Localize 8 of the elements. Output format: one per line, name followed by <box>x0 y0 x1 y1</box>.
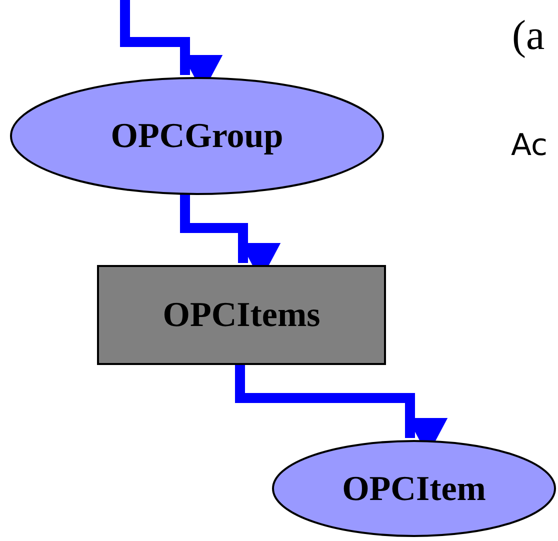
process-box <box>97 265 386 365</box>
text-fragment: (a <box>512 12 545 60</box>
ellipse-node <box>272 440 556 537</box>
node-label: OPCItem <box>342 468 486 508</box>
node-label: OPCGroup <box>110 116 284 156</box>
text-fragment: Ac <box>511 128 548 163</box>
ellipse-node <box>10 77 384 195</box>
node-label: OPCItems <box>162 295 320 335</box>
